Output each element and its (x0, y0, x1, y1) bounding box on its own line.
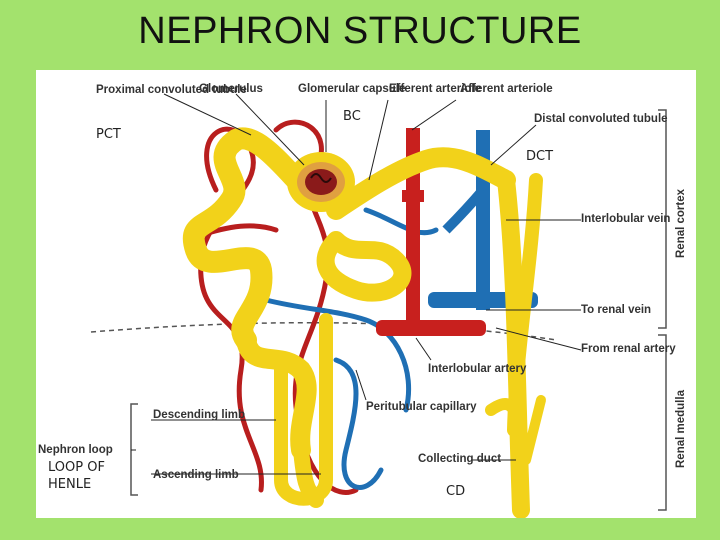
label-afferent: Afferent arteriole (460, 83, 553, 95)
collecting-duct (485, 171, 546, 518)
label-nephron-loop: Nephron loop (38, 444, 113, 456)
label-to-renal-vein: To renal vein (581, 304, 651, 316)
page-title: NEPHRON STRUCTURE (138, 10, 582, 52)
label-glomerulus: Glomerulus (199, 83, 263, 95)
label-efferent: Efferent arteriole (389, 83, 481, 95)
label-capsule: Glomerular capsule (298, 83, 405, 95)
diagram-panel: Proximal convoluted tubule Glomerulus Gl… (36, 70, 696, 518)
hand-dct: DCT (526, 149, 553, 164)
label-pct: Proximal convoluted tubule (96, 84, 247, 96)
label-ascending: Ascending limb (153, 469, 239, 481)
label-dct: Distal convoluted tubule (534, 113, 668, 125)
hand-bc: BC (343, 109, 361, 124)
label-interlobular-vein: Interlobular vein (581, 213, 670, 225)
glomerulus (287, 152, 355, 212)
label-interlobular-artery: Interlobular artery (428, 363, 527, 375)
cortex-medulla-boundary (90, 321, 557, 341)
hand-pct: PCT (96, 127, 121, 142)
label-renal-cortex: Renal cortex (675, 188, 687, 258)
label-collecting: Collecting duct (418, 453, 501, 465)
label-pct-text: Proximal convoluted tubule (96, 84, 247, 96)
nephron-loop (274, 313, 333, 506)
hand-loop-2: HENLE (48, 477, 91, 492)
nephron-diagram: Proximal convoluted tubule Glomerulus Gl… (38, 83, 687, 518)
label-renal-medulla: Renal medulla (675, 389, 687, 468)
label-peritubular: Peritubular capillary (366, 401, 477, 413)
label-from-renal-artery: From renal artery (581, 343, 676, 355)
hand-loop-1: LOOP OF (48, 460, 105, 475)
label-descending: Descending limb (153, 409, 245, 421)
leader-lines (131, 93, 582, 475)
hand-cd: CD (446, 484, 465, 499)
